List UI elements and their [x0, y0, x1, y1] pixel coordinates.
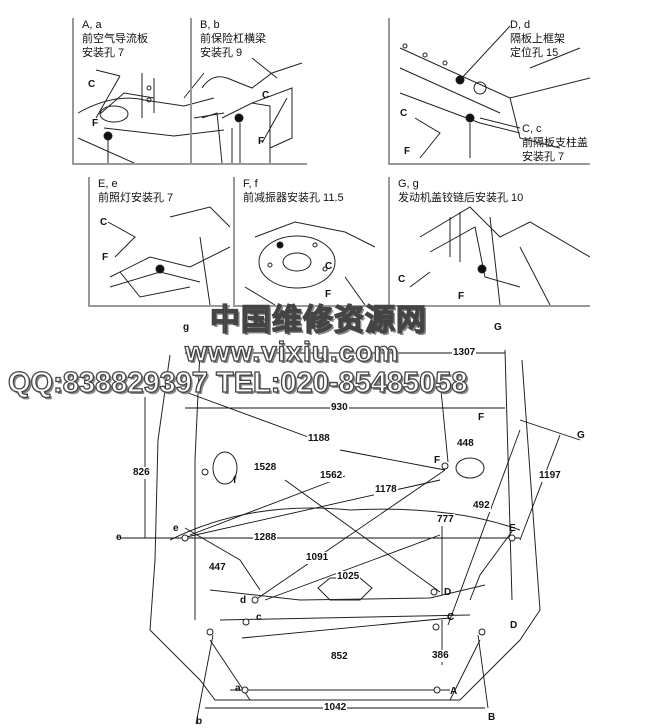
panel-g: G, g 发动机盖铰链后安装孔 10 C F — [388, 177, 590, 307]
arrow-f-label: F — [258, 136, 265, 147]
panel-a-title: A, a — [82, 19, 102, 31]
dim-1025: 1025 — [336, 571, 361, 583]
panel-d: D, d 隔板上框架 定位孔 15 C, c 前隔板支柱盖 安装孔 7 C F — [388, 18, 590, 165]
arrow-f-label: F — [404, 146, 411, 157]
panel-f-line1: 前减振器安装孔 11.5 — [243, 192, 344, 204]
panel-g-title: G, g — [398, 178, 419, 190]
dim-1562: 1562 — [319, 470, 344, 482]
panel-c-line2: 安装孔 7 — [522, 151, 565, 163]
arrow-c-label: C — [100, 217, 108, 228]
point-B: B — [488, 712, 496, 723]
dim-386: 386 — [431, 650, 450, 662]
arrow-f-label: F — [102, 252, 109, 263]
point-D: D — [444, 587, 452, 598]
panel-e: E, e 前照灯安装孔 7 C F — [88, 177, 230, 307]
arrow-f-label: F — [458, 291, 465, 302]
watermark-url: www.vixiu.com — [184, 336, 400, 367]
panel-e-drawing — [107, 206, 230, 305]
panel-b-drawing — [201, 57, 303, 163]
point-G-right: G — [577, 430, 585, 441]
dim-1197: 1197 — [538, 470, 562, 482]
dim-1178: 1178 — [374, 484, 398, 496]
panel-g-drawing — [409, 206, 590, 305]
point-F-top: F — [478, 412, 485, 423]
point-D2: D — [510, 620, 518, 631]
panel-a: A, a 前空气导流板 安装孔 7 C F — [72, 18, 229, 165]
panel-f: F, f 前减振器安装孔 11.5 C F — [233, 177, 385, 307]
dim-777: 777 — [436, 514, 455, 526]
dim-826: 826 — [132, 467, 151, 479]
panel-g-line1: 发动机盖铰链后安装孔 10 — [398, 192, 524, 204]
point-f: f — [233, 475, 237, 486]
point-c: c — [256, 612, 262, 623]
point-E: E — [509, 523, 516, 534]
panel-a-line2: 安装孔 7 — [82, 47, 125, 59]
point-e: e — [173, 523, 179, 534]
watermark-site-name: 中国维修资源网 — [209, 304, 427, 337]
point-A: A — [450, 686, 458, 697]
panel-f-drawing — [244, 221, 376, 305]
dim-1188: 1188 — [307, 433, 331, 445]
panel-e-title: E, e — [98, 178, 118, 190]
dim-447: 447 — [208, 562, 227, 574]
panel-a-drawing — [77, 69, 225, 163]
point-g: g — [183, 322, 190, 333]
panel-b-line1: 前保险杠横梁 — [200, 33, 266, 45]
panel-b-line2: 安装孔 9 — [200, 47, 243, 59]
point-e-left: e — [116, 532, 122, 543]
point-d: d — [240, 595, 247, 606]
dim-1288: 1288 — [253, 532, 278, 544]
point-G-top: G — [494, 322, 502, 333]
arrow-f-label: F — [92, 118, 99, 129]
panel-d-drawing — [399, 25, 590, 159]
panel-b: B, b 前保险杠横梁 安装孔 9 C F — [190, 18, 307, 165]
panel-d-line2: 定位孔 15 — [510, 47, 559, 59]
dim-448: 448 — [456, 438, 475, 450]
panel-a-line1: 前空气导流板 — [82, 33, 148, 45]
dim-1091: 1091 — [305, 552, 330, 564]
dim-930: 930 — [330, 402, 349, 414]
point-F: F — [434, 455, 441, 466]
panel-e-line1: 前照灯安装孔 7 — [98, 192, 174, 204]
dim-1042: 1042 — [323, 702, 348, 714]
dim-1307: 1307 — [452, 347, 477, 359]
arrow-c-label: C — [398, 274, 406, 285]
dim-492: 492 — [472, 500, 491, 512]
arrow-c-label: C — [88, 79, 96, 90]
panel-c-title: C, c — [522, 123, 542, 135]
panel-d-line1: 隔板上框架 — [510, 33, 565, 45]
panel-c-line1: 前隔板支柱盖 — [522, 137, 588, 149]
arrow-c-label: C — [400, 108, 408, 119]
panel-f-title: F, f — [243, 178, 258, 190]
arrow-c-label: C — [262, 90, 270, 101]
dim-1528: 1528 — [253, 462, 278, 474]
point-a: a — [235, 683, 241, 694]
point-C: C — [447, 612, 455, 623]
arrow-c-label: C — [325, 261, 333, 272]
point-b: b — [196, 716, 203, 727]
panel-b-title: B, b — [200, 19, 220, 31]
dim-852: 852 — [330, 651, 349, 663]
watermark-contact: QQ:838829397 TEL:020-85485058 — [7, 367, 468, 399]
arrow-f-label: F — [325, 289, 332, 300]
panel-d-title: D, d — [510, 19, 531, 31]
